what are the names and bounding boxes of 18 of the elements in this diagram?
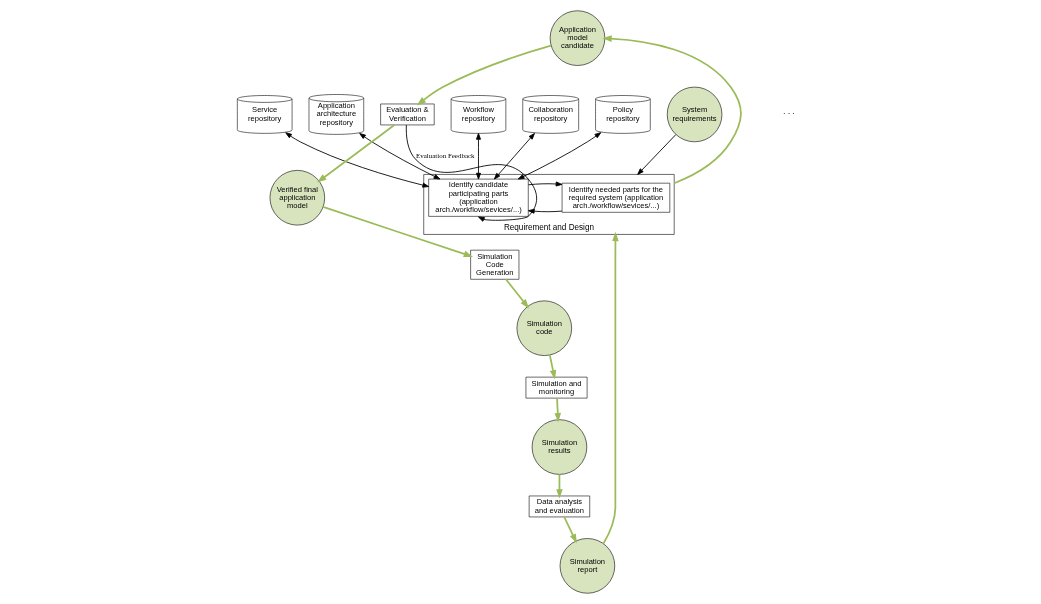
arrow bbox=[316, 124, 395, 183]
arrow bbox=[321, 206, 473, 258]
arrow bbox=[493, 133, 535, 180]
arrow bbox=[636, 134, 676, 175]
arrow bbox=[475, 133, 481, 180]
arrow bbox=[602, 231, 619, 545]
arrow bbox=[358, 133, 440, 180]
arrow bbox=[527, 208, 562, 214]
arrow bbox=[284, 132, 429, 188]
arrow bbox=[562, 516, 577, 544]
arrow bbox=[554, 397, 561, 423]
arrow bbox=[601, 35, 742, 185]
arrow bbox=[527, 181, 562, 187]
arrow bbox=[504, 278, 529, 309]
arrow bbox=[548, 354, 556, 380]
arrow bbox=[405, 124, 537, 222]
arrow bbox=[517, 132, 601, 180]
arrow bbox=[416, 44, 552, 106]
